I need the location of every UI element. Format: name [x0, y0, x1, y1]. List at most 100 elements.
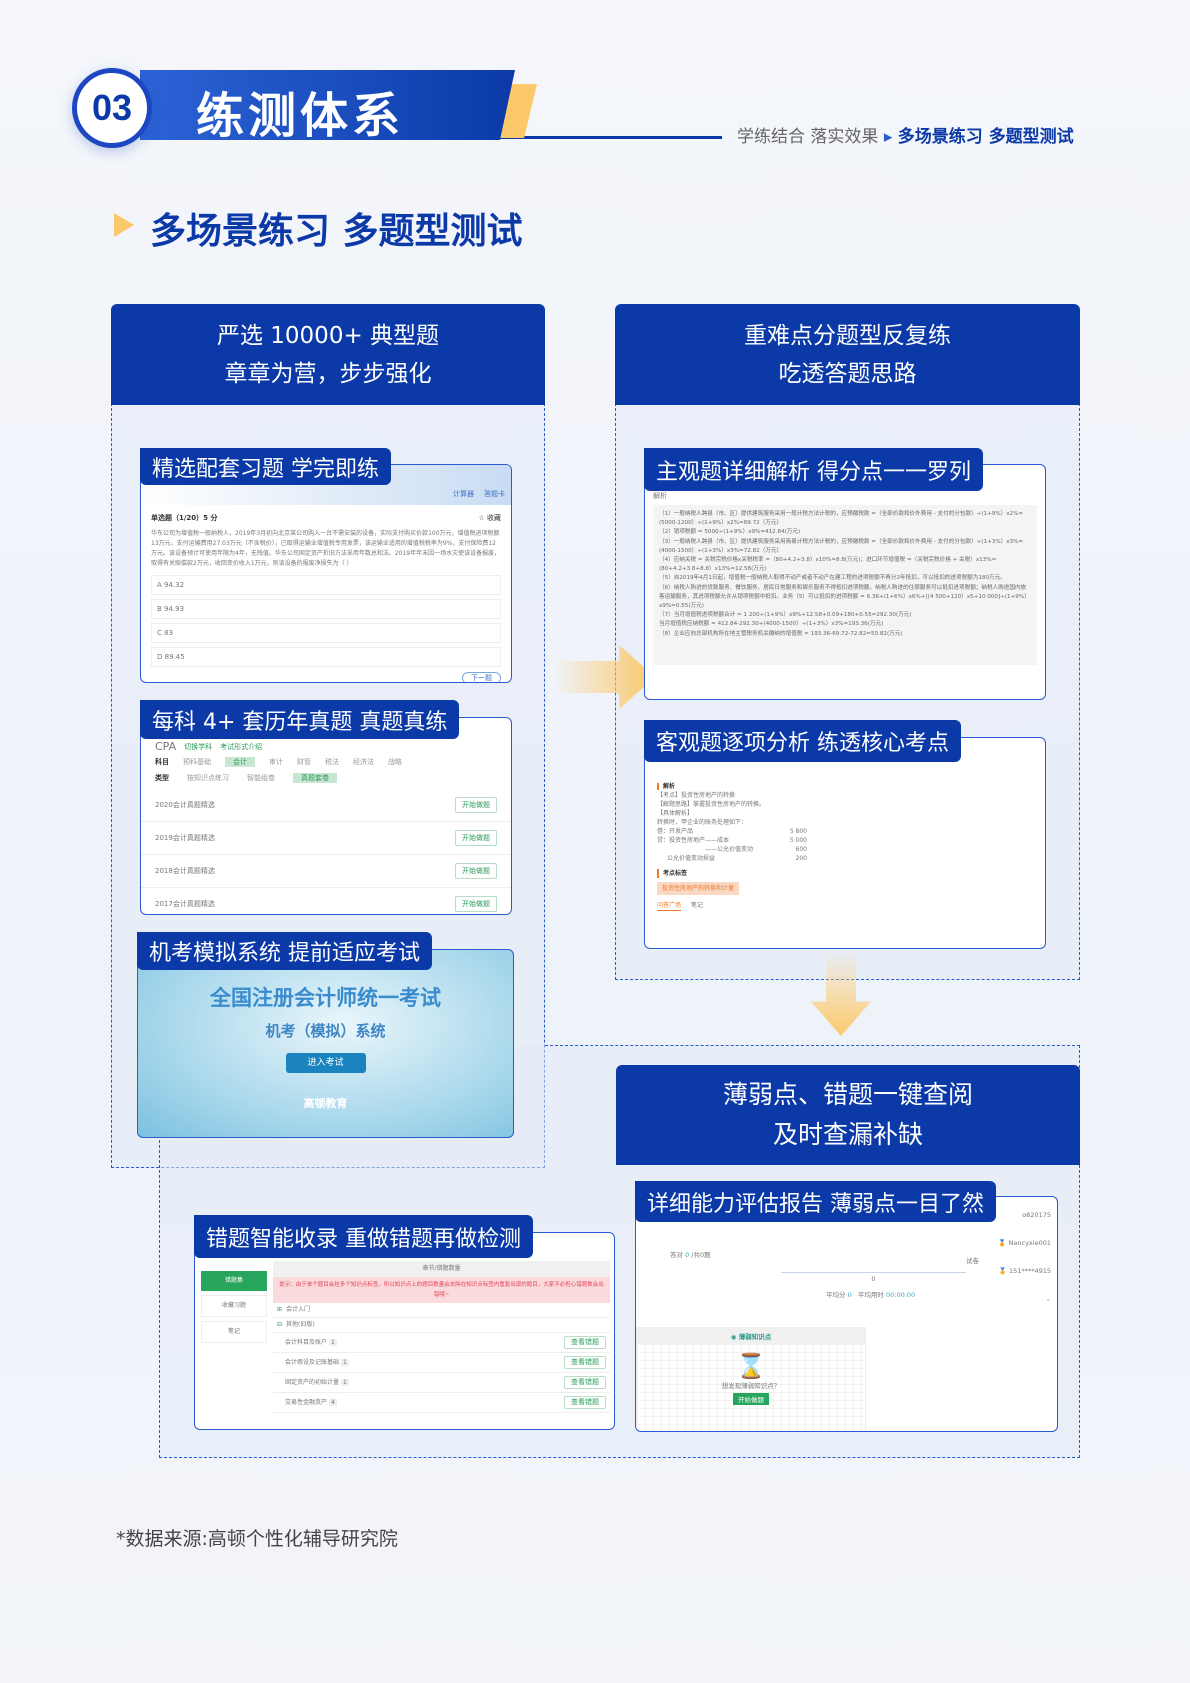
- medal-icon: 🏅: [998, 1239, 1007, 1247]
- objective-analysis-screenshot: 解析 【考点】投资性房地产的转换 【解题思路】掌握投资性房地产的转换。 【具体解…: [644, 737, 1046, 949]
- option-c[interactable]: C 83: [151, 623, 501, 643]
- question-text: 华东公司为增值税一般纳税人，2019年3月初向北京某公司购入一台不需安装的设备，…: [151, 530, 501, 567]
- correct-count: 0: [685, 1251, 690, 1259]
- topic-tag[interactable]: 投资性房地产的转换和计量: [657, 882, 740, 895]
- analysis-line: 【考点】投资性房地产的转换: [657, 792, 736, 799]
- entry-row: 公允价值变动损益 200: [657, 854, 807, 863]
- start-practice-button[interactable]: 开始做题: [733, 1393, 769, 1405]
- ranking-user: 🏅 Nancyxie001: [998, 1229, 1051, 1257]
- sidebar-item-notes[interactable]: 笔记: [201, 1321, 267, 1343]
- view-wrong-button[interactable]: 查看错题: [564, 1376, 606, 1389]
- section-banner: [140, 70, 515, 140]
- subject-tab[interactable]: 战略: [388, 758, 402, 766]
- calculator-button[interactable]: 计算器: [453, 490, 474, 498]
- group-name: 其他(旧版): [286, 1321, 315, 1328]
- paper-row: 2020会计真题精选 开始做题: [141, 789, 511, 822]
- medal-icon: 🏅: [998, 1267, 1007, 1275]
- start-button[interactable]: 开始做题: [455, 830, 497, 846]
- switch-subject-link[interactable]: 切换学科: [184, 742, 213, 751]
- intro-link[interactable]: 考试形式介绍: [220, 742, 263, 751]
- hourglass-icon: ⌛: [736, 1352, 766, 1380]
- exam-title: 全国注册会计师统一考试: [210, 986, 441, 1010]
- right-block-header: 重难点分题型反复练吃透答题思路: [615, 304, 1080, 405]
- paper-name: 2020会计真题精选: [155, 801, 215, 809]
- entry-amount: 5 000: [789, 837, 807, 844]
- header-line: 重难点分题型反复练: [744, 322, 951, 349]
- entry-row: 贷：投资性房地产——成本 5 000: [657, 836, 807, 845]
- question-header: 单选题（1/20）5 分: [151, 514, 218, 522]
- count-badge: 1: [340, 1358, 349, 1366]
- avg-score: 0: [847, 1291, 852, 1299]
- entry-row: 借：开发产品 5 800: [657, 827, 807, 836]
- practice-screenshot: 计算器 答题卡 单选题（1/20）5 分 ☆ 收藏 华东公司为增值税一般纳税人，20…: [140, 464, 512, 683]
- enter-exam-button[interactable]: 进入考试: [285, 1053, 366, 1073]
- entry-amount: 200: [795, 855, 807, 862]
- sidebar-item-favorites[interactable]: 收藏习题: [201, 1295, 267, 1317]
- sidebar-item-wrong[interactable]: 错题集: [201, 1271, 267, 1291]
- subject-tab-active[interactable]: 会计: [225, 757, 255, 767]
- breadcrumb: 学练结合 落实效果 ▸ 多场景练习 多题型测试: [737, 122, 1074, 147]
- analysis-line: （4）应纳关税 = 关税完税价格x关税税率 =（80+4.2+3.8）x10%=…: [659, 557, 997, 573]
- subject-label: 科目: [155, 758, 169, 766]
- paper-name: 2018会计真题精选: [155, 867, 215, 875]
- type-tab[interactable]: 智能组卷: [247, 774, 275, 782]
- expand-icon[interactable]: ⌄: [1045, 1295, 1051, 1303]
- tab-notes[interactable]: 笔记: [691, 902, 704, 909]
- option-b[interactable]: B 94.93: [151, 599, 501, 619]
- brand: CPA: [155, 740, 177, 753]
- entry-account: 借：开发产品: [657, 828, 694, 835]
- header-line: 严选 10000+ 典型题: [216, 322, 440, 349]
- subject-tab[interactable]: 审计: [269, 758, 283, 766]
- header-line: 及时查漏补缺: [772, 1120, 923, 1149]
- answer-sheet-button[interactable]: 答题卡: [484, 490, 505, 498]
- chevron-right-icon: ▸: [883, 127, 893, 147]
- report-label: 详细能力评估报告 薄弱点一目了然: [635, 1181, 996, 1222]
- favorite-label: 收藏: [487, 514, 501, 522]
- subject-tab[interactable]: 预科基础: [183, 758, 211, 766]
- analysis-heading: 解析: [657, 783, 676, 790]
- group-row[interactable]: ⊟其他(旧版): [273, 1318, 610, 1333]
- type-tab[interactable]: 按知识点练习: [187, 774, 229, 782]
- analysis-line: 【解题思路】掌握投资性房地产的转换。: [657, 801, 766, 808]
- data-source-note: *数据来源:高顿个性化辅导研究院: [116, 1528, 398, 1550]
- option-a[interactable]: A 94.32: [151, 575, 501, 595]
- entry-account: 公允价值变动损益: [667, 855, 716, 862]
- report-screenshot: 答对 0 /共0题 试卷 0 平均分 0 平均用时 00:00:00 o8201…: [635, 1196, 1058, 1432]
- analysis-line: （1）一般纳税人跨县（市、区）提供建筑服务采用一般计税方法计税的，应预缴税款 =…: [659, 511, 1024, 527]
- entry-account: ——公允价值变动: [705, 846, 754, 853]
- view-wrong-button[interactable]: 查看错题: [564, 1356, 606, 1369]
- start-button[interactable]: 开始做题: [455, 797, 497, 813]
- paper-name: 2019会计真题精选: [155, 834, 215, 842]
- analysis-line: 【具体解析】: [657, 810, 694, 817]
- start-button[interactable]: 开始做题: [455, 896, 497, 912]
- breadcrumb-prefix: 学练结合 落实效果: [737, 127, 879, 147]
- exam-subtitle: 机考（模拟）系统: [265, 1022, 386, 1040]
- favorite-button[interactable]: ☆ 收藏: [478, 514, 501, 522]
- subject-tab[interactable]: 税法: [325, 758, 339, 766]
- chapter-name: 会计科目及账户: [285, 1338, 328, 1346]
- chapter-name: 固定资产的初始计量: [285, 1378, 340, 1386]
- next-button[interactable]: 下一题: [462, 672, 501, 682]
- weak-points-title: 薄弱知识点: [738, 1333, 772, 1341]
- subject-tab[interactable]: 经济法: [353, 758, 374, 766]
- analysis-line: 转换时，甲企业的账务处理如下：: [657, 819, 748, 826]
- type-tab-active[interactable]: 真题套卷: [293, 773, 337, 783]
- avg-score-label: 平均分: [826, 1291, 846, 1299]
- avg-time-label: 平均用时: [857, 1291, 884, 1299]
- start-button[interactable]: 开始做题: [455, 863, 497, 879]
- group-row[interactable]: ⊞会计入门: [273, 1303, 610, 1318]
- triangle-icon: [114, 213, 134, 237]
- tab-qa[interactable]: 问答广场: [657, 902, 682, 911]
- wrong-questions-screenshot: 错题集 收藏习题 笔记 章节/错题数量 提示：由于单个题目会挂多个知识点标签，所…: [194, 1232, 615, 1430]
- entry-amount: 5 800: [789, 828, 807, 835]
- entry-account: 贷：投资性房地产——成本: [657, 837, 730, 844]
- wrong-questions-label: 错题智能收录 重做错题再做检测: [194, 1215, 533, 1258]
- subject-tab[interactable]: 财管: [297, 758, 311, 766]
- option-d[interactable]: D 89.45: [151, 647, 501, 667]
- view-wrong-button[interactable]: 查看错题: [564, 1336, 606, 1349]
- view-wrong-button[interactable]: 查看错题: [564, 1396, 606, 1409]
- section-title: 练测体系: [196, 88, 405, 144]
